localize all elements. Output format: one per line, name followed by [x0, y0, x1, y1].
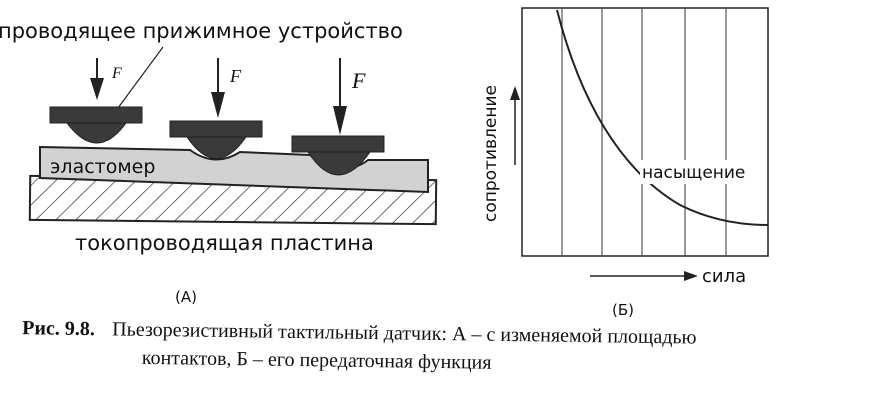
- panel-a-label: (A): [175, 288, 197, 306]
- graph-frame: [521, 7, 769, 257]
- presser-3: [291, 135, 385, 176]
- caption: Рис. 9.8. Пьезорезистивный тактильный да…: [22, 317, 697, 374]
- transfer-curve: [556, 9, 769, 226]
- force-arrow-3: F: [333, 58, 366, 135]
- caption-number: Рис. 9.8.: [22, 317, 95, 340]
- x-axis-arrow: [590, 271, 698, 281]
- y-axis-arrow: [510, 86, 520, 165]
- caption-line-1: Пьезорезистивный тактильный датчик: А – …: [112, 318, 697, 348]
- elastomer-label: эластомер: [50, 156, 155, 178]
- annotation-bg: [640, 160, 764, 184]
- force-arrow-2: F: [211, 58, 242, 118]
- grid-lines: [561, 8, 727, 256]
- y-axis-label: сопротивление: [481, 85, 501, 222]
- svg-text:F: F: [111, 65, 122, 82]
- saturation-label: насыщение: [642, 163, 745, 183]
- plate-label: токопроводящая пластина: [75, 231, 374, 255]
- panel-b-label: (Б): [612, 301, 634, 319]
- x-axis-label: сила: [702, 266, 746, 287]
- caption-line-2: контактов, Б – его передаточная функция: [142, 347, 492, 374]
- panel-b: насыщение сопротивление сила (Б): [481, 7, 769, 319]
- svg-text:F: F: [351, 68, 366, 93]
- force-arrow-1: F: [90, 58, 122, 100]
- leader-line: [117, 46, 164, 109]
- svg-text:F: F: [229, 66, 242, 86]
- presser-1: [49, 106, 143, 144]
- panel-a: проводящее прижимное устройство эластоме…: [0, 19, 438, 306]
- device-label: проводящее прижимное устройство: [0, 19, 403, 43]
- presser-2: [169, 120, 263, 159]
